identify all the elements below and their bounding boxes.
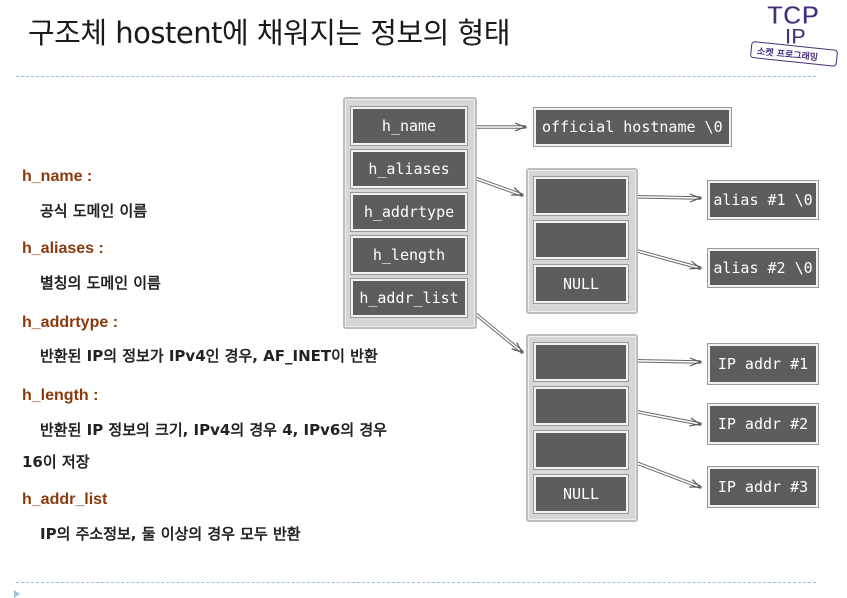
- official-hostname-box: official hostname \0: [533, 107, 732, 147]
- desc-text-h-length: 반환된 IP 정보의 크기, IPv4의 경우 4, IPv6의 경우: [40, 421, 387, 439]
- ip-addr-value-2: IP addr #2: [707, 403, 819, 445]
- top-divider: [16, 76, 816, 77]
- alias-value-1: alias #1 \0: [707, 180, 819, 220]
- corner-triangle-icon: [14, 590, 20, 598]
- desc-term-h-length: h_length :: [22, 387, 99, 404]
- desc-term-h-aliases: h_aliases :: [22, 240, 104, 257]
- tcp-ip-logo: TCP IP 소켓 프로그래밍: [750, 0, 838, 67]
- alias-null: NULL: [533, 264, 629, 304]
- desc-term-h-addr-list: h_addr_list: [22, 491, 108, 508]
- alias-pointer-1: [533, 176, 629, 216]
- desc-text-h-addrtype: 반환된 IP의 정보가 IPv4인 경우, AF_INET이 반환: [40, 347, 378, 365]
- addr-pointer-3: [533, 430, 629, 470]
- alias-value-2: alias #2 \0: [707, 248, 819, 288]
- addr-pointer-2: [533, 386, 629, 426]
- field-h-aliases: h_aliases: [350, 149, 468, 189]
- ip-addr-value-3: IP addr #3: [707, 466, 819, 508]
- desc-text-h-length-cont: 16이 저장: [22, 453, 90, 471]
- desc-term-h-addrtype: h_addrtype :: [22, 314, 119, 331]
- desc-text-h-addr-list: IP의 주소정보, 둘 이상의 경우 모두 반환: [40, 525, 301, 543]
- ip-addr-value-1: IP addr #1: [707, 343, 819, 385]
- addr-pointer-1: [533, 342, 629, 382]
- desc-term-h-name: h_name :: [22, 168, 93, 185]
- addr-null: NULL: [533, 474, 629, 514]
- desc-text-h-aliases: 별칭의 도메인 이름: [40, 274, 161, 292]
- field-h-addr-list: h_addr_list: [350, 278, 468, 318]
- logo-line1: TCP: [767, 0, 819, 30]
- field-h-length: h_length: [350, 235, 468, 275]
- logo-line2: IP: [785, 24, 806, 49]
- desc-text-h-name: 공식 도메인 이름: [40, 202, 148, 220]
- alias-pointer-2: [533, 220, 629, 260]
- bottom-divider: [16, 582, 816, 583]
- page-title: 구조체 hostent에 채워지는 정보의 형태: [28, 16, 510, 50]
- field-h-name: h_name: [350, 106, 468, 146]
- field-h-addrtype: h_addrtype: [350, 192, 468, 232]
